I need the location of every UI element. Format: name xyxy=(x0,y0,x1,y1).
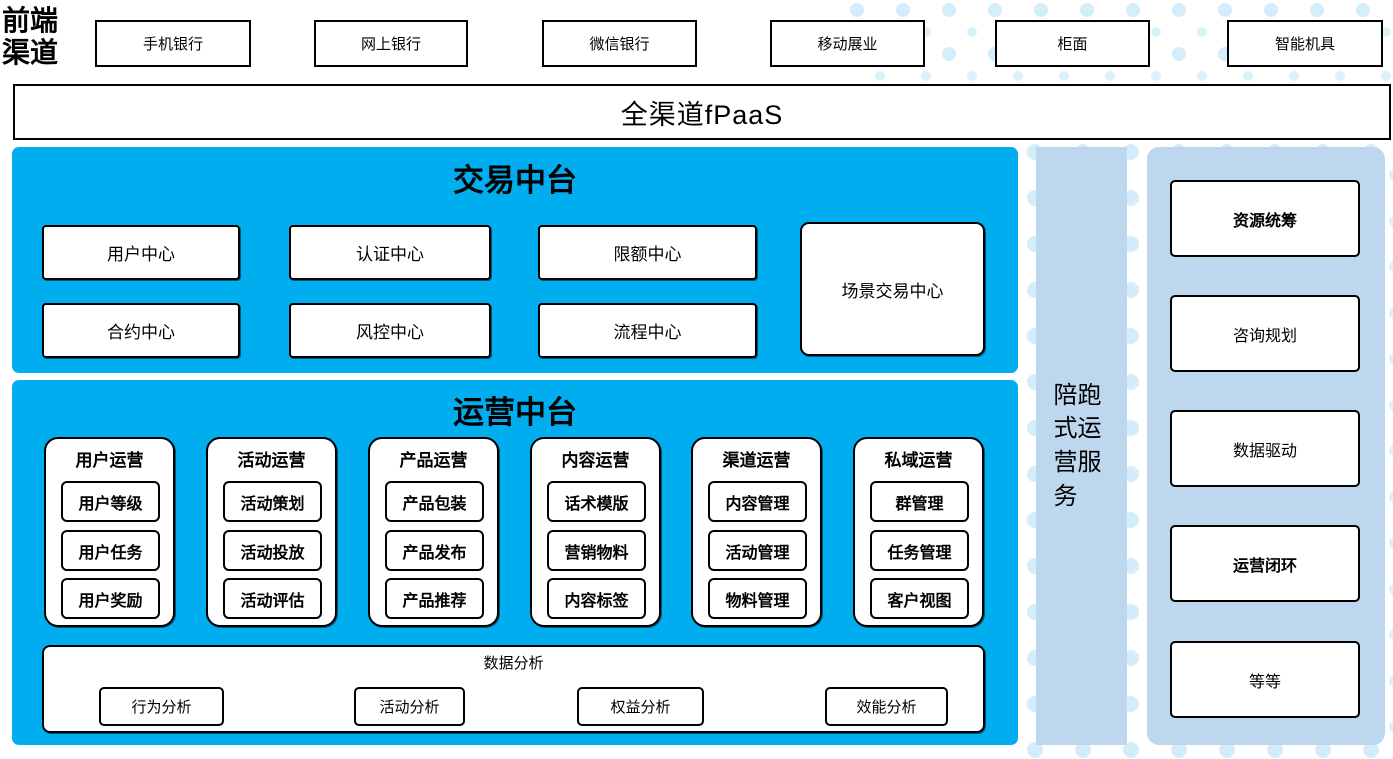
ops-column-header: 私域运营 xyxy=(884,451,953,470)
ops-item: 内容标签 xyxy=(547,578,646,619)
operations-platform-block: 运营中台 用户运营 用户等级 用户任务 用户奖励 活动运营 活动策划 活动投放 … xyxy=(12,380,1018,745)
data-analysis-label: 数据分析 xyxy=(483,655,544,672)
ops-item: 话术模版 xyxy=(547,481,646,522)
center-box-risk-control: 风控中心 xyxy=(289,303,491,358)
analysis-box-efficiency: 效能分析 xyxy=(825,687,948,726)
operations-platform-title: 运营中台 xyxy=(453,395,577,430)
analysis-box-rights: 权益分析 xyxy=(577,687,704,726)
service-box-data-driven: 数据驱动 xyxy=(1170,410,1360,487)
channel-box-mobile-banking: 手机银行 xyxy=(95,20,251,67)
ops-item: 群管理 xyxy=(870,481,969,522)
service-box-resource-coordination: 资源统筹 xyxy=(1170,180,1360,257)
front-channels-label: 前端渠道 xyxy=(2,6,59,70)
transaction-platform-block: 交易中台 用户中心 认证中心 限额中心 合约中心 风控中心 流程中心 场景交易中… xyxy=(12,147,1018,373)
ops-column-header: 产品运营 xyxy=(399,451,468,470)
center-box-limit: 限额中心 xyxy=(538,225,757,280)
ops-item: 产品推荐 xyxy=(385,578,484,619)
ops-item: 产品包装 xyxy=(385,481,484,522)
ops-column-channel-operation: 渠道运营 内容管理 活动管理 物料管理 xyxy=(691,437,822,627)
ops-column-user-operation: 用户运营 用户等级 用户任务 用户奖励 xyxy=(44,437,175,627)
ops-item: 活动评估 xyxy=(223,578,322,619)
center-box-process: 流程中心 xyxy=(538,303,757,358)
ops-item: 用户等级 xyxy=(61,481,160,522)
ops-item: 活动管理 xyxy=(708,530,807,571)
ops-item: 活动策划 xyxy=(223,481,322,522)
channel-box-wechat-banking: 微信银行 xyxy=(542,20,697,67)
service-box-etc: 等等 xyxy=(1170,641,1360,718)
ops-column-header: 渠道运营 xyxy=(722,451,791,470)
ops-item: 任务管理 xyxy=(870,530,969,571)
analysis-box-behavior: 行为分析 xyxy=(99,687,224,726)
ops-column-private-domain-operation: 私域运营 群管理 任务管理 客户视图 xyxy=(853,437,984,627)
service-box-consulting-planning: 咨询规划 xyxy=(1170,295,1360,372)
ops-item: 客户视图 xyxy=(870,578,969,619)
ops-column-header: 用户运营 xyxy=(75,451,144,470)
center-box-user: 用户中心 xyxy=(42,225,240,280)
right-service-panel: 资源统筹 咨询规划 数据驱动 运营闭环 等等 xyxy=(1147,147,1385,745)
ops-item: 用户奖励 xyxy=(61,578,160,619)
center-box-contract: 合约中心 xyxy=(42,303,240,358)
channel-box-online-banking: 网上银行 xyxy=(314,20,468,67)
center-box-authentication: 认证中心 xyxy=(289,225,491,280)
service-box-operation-loop: 运营闭环 xyxy=(1170,525,1360,602)
ops-item: 物料管理 xyxy=(708,578,807,619)
center-box-scene-transaction: 场景交易中心 xyxy=(800,222,985,356)
channel-box-counter: 柜面 xyxy=(995,20,1150,67)
ops-item: 用户任务 xyxy=(61,530,160,571)
companion-service-bar: 陪跑式运营服务 xyxy=(1036,147,1127,745)
ops-column-content-operation: 内容运营 话术模版 营销物料 内容标签 xyxy=(530,437,661,627)
channel-box-smart-machines: 智能机具 xyxy=(1227,20,1383,67)
ops-item: 产品发布 xyxy=(385,530,484,571)
fpaas-bar: 全渠道fPaaS xyxy=(13,84,1391,140)
ops-item: 营销物料 xyxy=(547,530,646,571)
analysis-box-activity: 活动分析 xyxy=(354,687,465,726)
channel-box-mobile-outreach: 移动展业 xyxy=(770,20,925,67)
ops-item: 活动投放 xyxy=(223,530,322,571)
ops-column-header: 内容运营 xyxy=(561,451,630,470)
data-analysis-strip: 数据分析 行为分析 活动分析 权益分析 效能分析 xyxy=(42,645,985,733)
ops-column-header: 活动运营 xyxy=(237,451,306,470)
companion-service-label: 陪跑式运营服务 xyxy=(1053,381,1102,510)
ops-column-product-operation: 产品运营 产品包装 产品发布 产品推荐 xyxy=(368,437,499,627)
ops-item: 内容管理 xyxy=(708,481,807,522)
ops-column-activity-operation: 活动运营 活动策划 活动投放 活动评估 xyxy=(206,437,337,627)
transaction-platform-title: 交易中台 xyxy=(453,163,577,198)
